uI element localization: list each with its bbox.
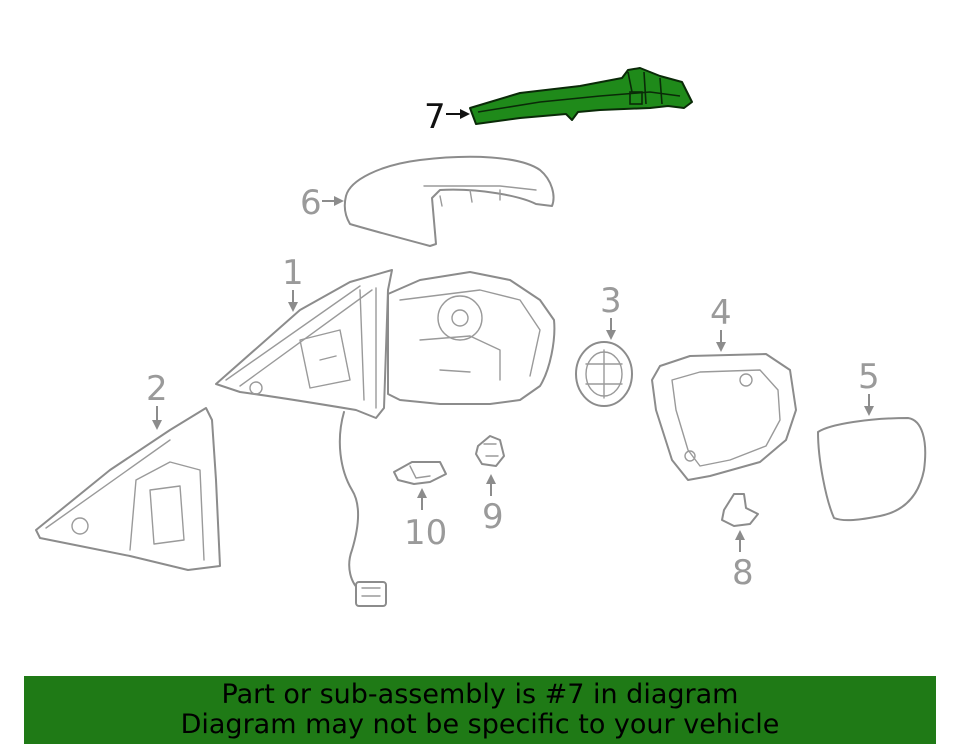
callout-7: 7: [424, 97, 470, 137]
part-8-clip[interactable]: [721, 493, 759, 527]
info-banner: Part or sub-assembly is #7 in diagram Di…: [24, 676, 936, 744]
svg-text:8: 8: [732, 553, 754, 593]
callout-5: 5: [858, 357, 880, 416]
banner-line-2: Diagram may not be specific to your vehi…: [180, 709, 780, 740]
svg-text:4: 4: [710, 293, 732, 333]
callout-8: 8: [732, 530, 754, 593]
svg-text:2: 2: [146, 369, 168, 409]
part-5-mirror-glass[interactable]: [817, 417, 927, 522]
banner-line-1: Part or sub-assembly is #7 in diagram: [221, 679, 739, 710]
callout-4: 4: [710, 293, 732, 352]
part-9-clip[interactable]: [475, 435, 505, 467]
svg-text:5: 5: [858, 357, 880, 397]
svg-text:6: 6: [300, 183, 322, 223]
svg-text:1: 1: [282, 253, 304, 293]
svg-text:9: 9: [482, 497, 504, 537]
svg-text:10: 10: [404, 513, 447, 553]
part-2-base-cover[interactable]: [35, 407, 221, 571]
svg-text:3: 3: [600, 281, 622, 321]
svg-text:7: 7: [424, 97, 446, 137]
part-1-mirror-assembly[interactable]: [215, 269, 556, 607]
callout-9: 9: [482, 474, 504, 537]
part-6-mirror-cover[interactable]: [343, 155, 555, 247]
callout-1: 1: [282, 253, 304, 312]
callout-10: 10: [404, 488, 447, 553]
callout-2: 2: [146, 369, 168, 430]
callout-6: 6: [300, 183, 344, 223]
callout-3: 3: [600, 281, 622, 340]
part-4-mirror-frame[interactable]: [651, 353, 797, 481]
part-3-actuator[interactable]: [575, 341, 633, 407]
part-10-bracket[interactable]: [393, 461, 447, 485]
part-7-turn-signal[interactable]: [469, 67, 693, 125]
